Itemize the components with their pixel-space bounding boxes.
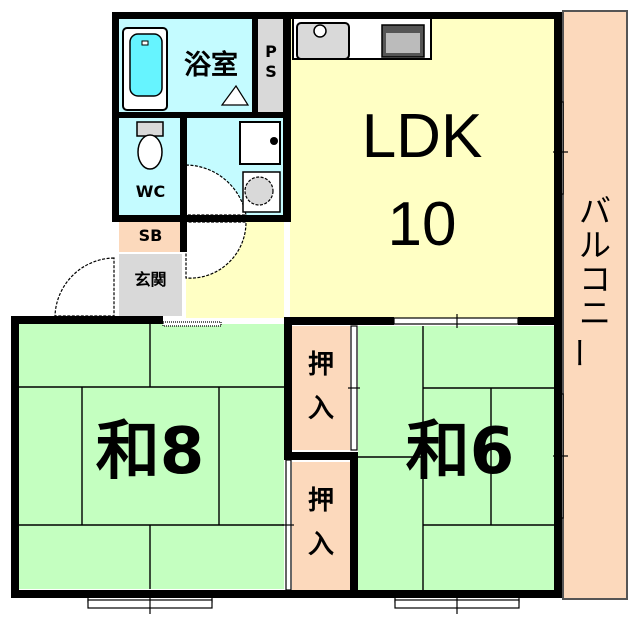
bathtub-icon <box>122 27 168 111</box>
closet-lower-label-top: 押 <box>307 486 334 516</box>
wall-wc-bottom <box>112 215 290 222</box>
closet-upper <box>292 326 350 450</box>
wall-bath-bottom <box>112 112 284 118</box>
toilet-icon <box>136 121 164 170</box>
shoe-box <box>119 222 182 252</box>
ldk-room <box>290 18 554 318</box>
wall-j8-right <box>284 318 292 458</box>
wall-right <box>554 12 562 598</box>
closet-lower-label-bottom: 入 <box>307 530 334 560</box>
ps-label-bottom: S <box>265 62 277 81</box>
wall-ldk-bottom-r <box>518 317 562 325</box>
sb-label: SB <box>138 226 163 245</box>
wall-closet-mid <box>284 452 356 460</box>
wall-bottom <box>11 590 562 598</box>
japanese-room-6 <box>358 326 554 590</box>
wall-wc-right <box>180 112 187 252</box>
kitchen-sink-icon <box>296 22 350 60</box>
stove-icon <box>381 24 425 58</box>
wall-ps-ldk <box>283 12 291 222</box>
wall-top <box>112 12 562 19</box>
ldk-size: 10 <box>387 190 457 259</box>
entrance <box>119 254 182 316</box>
wc-label: WC <box>135 182 166 201</box>
washing-machine-icon <box>242 171 281 213</box>
closet-upper-label-top: 押 <box>307 350 334 380</box>
pipe-space <box>258 18 284 113</box>
bath-label: 浴室 <box>184 50 238 81</box>
closet-upper-label-bottom: 入 <box>307 394 334 424</box>
balcony-char: バ <box>578 192 611 230</box>
balcony-label: バ ル コ ニ ー <box>559 192 628 375</box>
wall-bath-ps <box>252 12 258 118</box>
japanese-room-8 <box>18 324 284 589</box>
sink-icon <box>239 121 281 165</box>
closet-lower <box>292 462 350 590</box>
wall-closet-right <box>350 452 358 598</box>
ps-label-top: P <box>265 42 277 61</box>
japanese-room-8-label: 和8 <box>95 415 205 489</box>
wall-j8-left <box>11 316 19 598</box>
balcony-char: コ <box>578 260 611 298</box>
entrance-label: 玄関 <box>134 270 167 289</box>
balcony <box>561 9 629 601</box>
japanese-room-6-label: 和6 <box>405 415 515 489</box>
balcony-char: ニ <box>578 294 611 332</box>
wall-ldk-bottom <box>284 317 394 325</box>
ldk-label: LDK <box>361 102 483 171</box>
wall-j8-top <box>11 316 163 324</box>
balcony-char: ル <box>578 226 611 264</box>
balcony-char: ー <box>559 337 597 369</box>
